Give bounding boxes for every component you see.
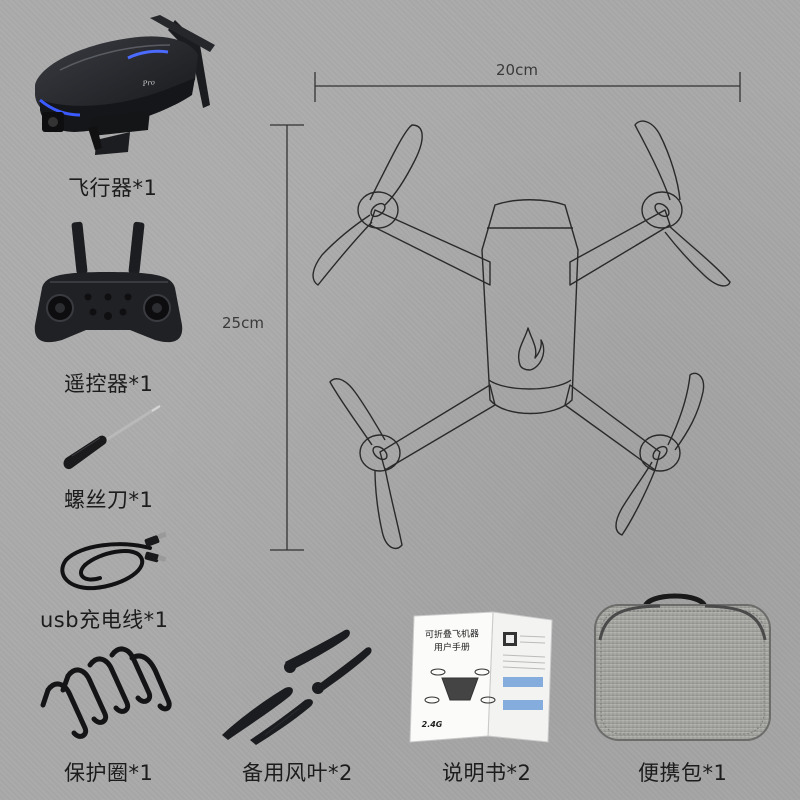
manual-title-line2: 用户手册	[433, 642, 471, 654]
label-manual: 说明书*2	[442, 761, 532, 785]
manual-title-line1: 可折叠飞机器	[424, 629, 480, 641]
usb-connector-icon	[144, 531, 167, 563]
label-usb-cable: usb充电线*1	[40, 608, 169, 632]
spare-propellers-image	[222, 629, 372, 745]
screwdriver-image	[63, 405, 161, 470]
manual-booklet-image	[409, 611, 553, 743]
drone-outline-diagram	[312, 120, 731, 550]
height-dimension-line	[270, 124, 304, 551]
remote-controller-image	[34, 221, 183, 343]
aircraft-image: Pro	[35, 15, 215, 155]
label-carry-case: 便携包*1	[638, 761, 728, 785]
label-protection-rings: 保护圈*1	[64, 761, 154, 785]
label-screwdriver: 螺丝刀*1	[64, 488, 154, 512]
manual-brand: 2.4G	[421, 720, 443, 729]
carry-case-image	[594, 593, 771, 741]
protection-rings-image	[40, 646, 172, 739]
width-dimension-line	[314, 72, 741, 102]
label-spare-propellers: 备用风叶*2	[242, 761, 353, 785]
usb-cable-image	[60, 542, 152, 591]
svg-text:Pro: Pro	[141, 78, 155, 88]
height-dimension-label: 25cm	[222, 314, 264, 332]
width-dimension-label: 20cm	[496, 61, 538, 79]
label-aircraft: 飞行器*1	[68, 176, 158, 200]
label-remote-controller: 遥控器*1	[64, 372, 154, 396]
